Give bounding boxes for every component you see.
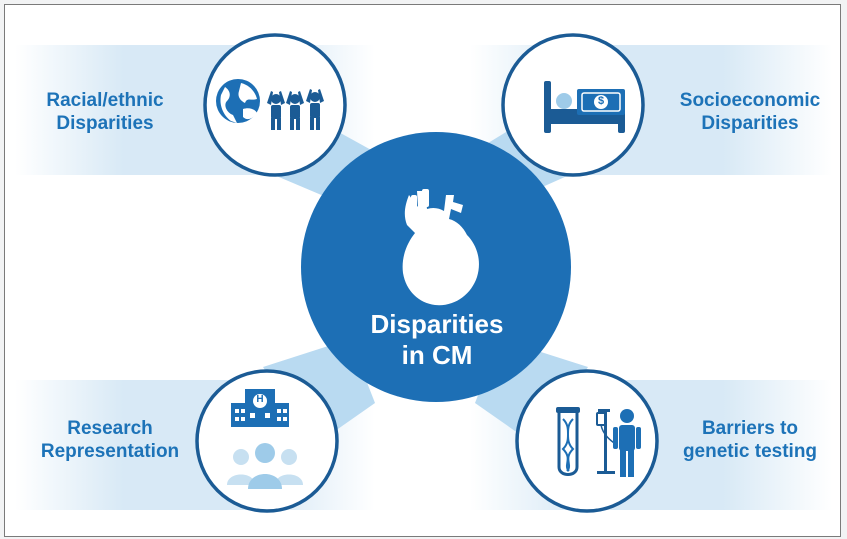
label-racial-ethnic: Racial/ethnic Disparities: [30, 89, 180, 135]
patient-icon: [613, 409, 641, 477]
label-socioeconomic-line1: Socioeconomic: [679, 90, 821, 111]
heart-anatomy-icon: [402, 189, 479, 306]
label-research-representation: Research Representation: [25, 417, 195, 463]
diagram-graphics: [195, 33, 659, 513]
dna-test-tube-icon: [556, 407, 580, 476]
hospital-building-icon: [231, 389, 289, 427]
circle-top-right: [501, 33, 645, 177]
globe-icon: [216, 79, 260, 123]
label-barriers-line2: genetic testing: [682, 441, 818, 462]
infographic-frame: Racial/ethnic Disparities Socioeconomic …: [4, 4, 841, 537]
center-title-line1: Disparities: [370, 309, 504, 339]
center-title: Disparities in CM: [302, 309, 572, 371]
dollar-bill-icon: [577, 89, 625, 115]
building-letter: H: [256, 394, 264, 405]
group-people-icon: [227, 443, 303, 489]
label-barriers-genetic-testing: Barriers to genetic testing: [665, 417, 835, 463]
label-research-line2: Representation: [40, 441, 180, 462]
label-barriers-line1: Barriers to: [701, 418, 799, 439]
center-title-line2: in CM: [401, 340, 473, 370]
dollar-symbol: $: [597, 95, 605, 107]
label-racial-ethnic-line1: Racial/ethnic: [46, 90, 164, 111]
label-socioeconomic: Socioeconomic Disparities: [665, 89, 835, 135]
label-research-line1: Research: [67, 418, 153, 439]
label-socioeconomic-line2: Disparities: [701, 113, 799, 134]
people-raised-arms-icon: [267, 89, 324, 130]
label-racial-ethnic-line2: Disparities: [56, 113, 154, 134]
